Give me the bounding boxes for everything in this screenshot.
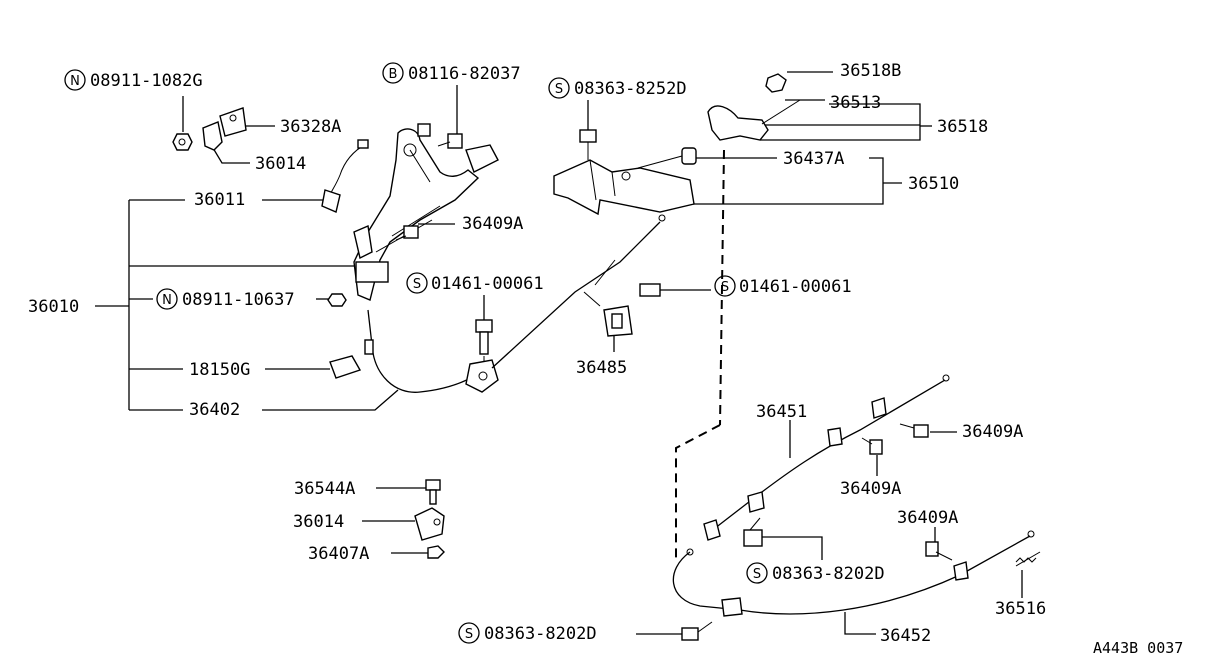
- bracket-36510: [553, 155, 695, 216]
- label-36451: 36451: [756, 402, 807, 422]
- label-36485: 36485: [576, 358, 627, 378]
- svg-text:S: S: [753, 567, 761, 582]
- figure-code: A443B 0037: [1093, 639, 1183, 657]
- rear-cable-36451: [703, 374, 950, 541]
- svg-text:08116-82037: 08116-82037: [408, 64, 521, 84]
- front-cable-36402: [364, 214, 666, 393]
- clip-18150G: [329, 355, 362, 379]
- callout-s-01461-00061-right: S 01461-00061: [714, 275, 852, 297]
- svg-text:08363-8202D: 08363-8202D: [484, 624, 597, 644]
- svg-text:N: N: [70, 74, 80, 89]
- callout-b-08116-82037: B 08116-82037: [382, 62, 521, 84]
- label-36407A: 36407A: [308, 544, 369, 564]
- bolt-08363-8202D-mid: [743, 517, 763, 547]
- bolt-36409A-right: [899, 423, 929, 438]
- label-36010: 36010: [28, 297, 79, 317]
- label-36513: 36513: [830, 93, 881, 113]
- bolt-08363-8252D: [579, 129, 597, 160]
- bracket-36328A: [202, 107, 247, 151]
- label-36518B: 36518B: [840, 61, 901, 81]
- svg-text:S: S: [413, 277, 421, 292]
- rear-cable-36452: [672, 530, 1035, 617]
- bolt-36409A-lower: [925, 541, 953, 561]
- label-36544A: 36544A: [294, 479, 355, 499]
- label-36409A-lower: 36409A: [897, 508, 958, 528]
- svg-text:S: S: [555, 82, 563, 97]
- bolt-36409A-upper: [395, 225, 419, 241]
- svg-text:08363-8202D: 08363-8202D: [772, 564, 885, 584]
- label-36011: 36011: [194, 190, 245, 210]
- bolt-08116-82037: [437, 133, 463, 149]
- label-36402: 36402: [189, 400, 240, 420]
- label-36516: 36516: [995, 599, 1046, 619]
- callout-n-08911-10637: N 08911-10637: [156, 288, 295, 310]
- callout-s-08363-8202D-bottom: S 08363-8202D: [458, 622, 597, 644]
- label-36409A-upper: 36409A: [462, 214, 523, 234]
- svg-text:08911-1082G: 08911-1082G: [90, 71, 203, 91]
- cover-36014-bottom: [414, 507, 445, 541]
- grommet-36437A: [681, 147, 697, 165]
- bracket-36485: [583, 283, 661, 337]
- label-36452: 36452: [880, 626, 931, 646]
- bolt-01461-left: [475, 319, 493, 368]
- bolt-36544A: [425, 479, 441, 505]
- svg-text:08363-8252D: 08363-8252D: [574, 79, 687, 99]
- label-36014-bottom: 36014: [293, 512, 344, 532]
- leader-lines: [95, 71, 1023, 635]
- callout-s-08363-8252D: S 08363-8252D: [548, 77, 687, 99]
- label-36518: 36518: [937, 117, 988, 137]
- nut-part: [172, 133, 193, 151]
- clip-36407A: [427, 545, 445, 559]
- svg-text:N: N: [162, 293, 172, 308]
- label-36014-top: 36014: [255, 154, 306, 174]
- svg-text:S: S: [721, 280, 729, 295]
- lever-assembly-36010: [353, 123, 499, 301]
- spring-36516: [1015, 551, 1041, 567]
- svg-text:08911-10637: 08911-10637: [182, 290, 295, 310]
- callout-s-08363-8202D-mid: S 08363-8202D: [746, 562, 885, 584]
- label-36328A: 36328A: [280, 117, 341, 137]
- bolt-08363-8202D-bottom: [681, 621, 713, 641]
- label-36409A-right: 36409A: [962, 422, 1023, 442]
- callout-s-01461-00061-left: S 01461-00061: [406, 272, 544, 294]
- label-36409A-mid: 36409A: [840, 479, 901, 499]
- svg-text:S: S: [465, 627, 473, 642]
- svg-text:01461-00061: 01461-00061: [431, 274, 544, 294]
- bolt-36409A-mid: [861, 437, 883, 455]
- callout-n-08911-1082G: N 08911-1082G: [64, 69, 203, 91]
- label-18150G: 18150G: [189, 360, 250, 380]
- label-36510: 36510: [908, 174, 959, 194]
- switch-36011: [321, 139, 369, 213]
- equalizer-36518: [707, 73, 801, 141]
- svg-text:B: B: [389, 67, 398, 82]
- dashed-connection-lines: [675, 149, 725, 560]
- label-36437A: 36437A: [783, 149, 844, 169]
- svg-text:01461-00061: 01461-00061: [739, 277, 852, 297]
- nut-08911-10637: [327, 293, 347, 307]
